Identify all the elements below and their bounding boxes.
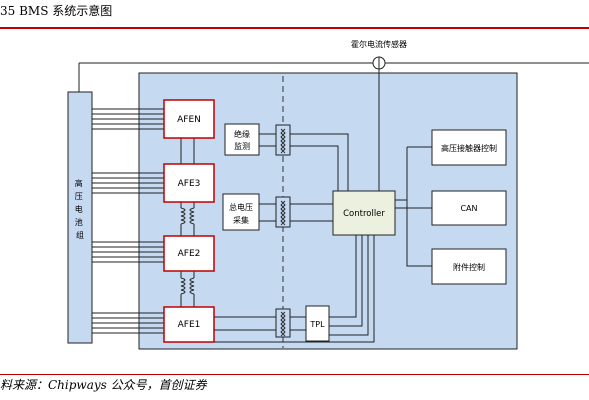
afe-2-box — [163, 235, 215, 272]
top-divider — [0, 27, 589, 29]
bottom-divider — [0, 374, 589, 375]
afe-3-box — [163, 163, 215, 203]
tpl-label: TPL — [309, 320, 325, 329]
afe-n-box — [163, 99, 215, 139]
isolator-afe — [275, 308, 291, 338]
afe-3-label: AFE3 — [178, 179, 201, 189]
can-label: CAN — [460, 204, 477, 213]
voltage-sampling-label-2: 采集 — [233, 215, 249, 225]
afe-1-box — [163, 306, 215, 343]
voltage-sampling-box — [222, 193, 260, 231]
isolator-voltage — [275, 196, 291, 228]
accessory-label: 附件控制 — [453, 262, 485, 272]
insulation-monitor-box — [224, 123, 260, 156]
controller-label: Controller — [343, 209, 385, 219]
isolator-insulation — [275, 124, 291, 156]
hv-contactor-box — [431, 129, 507, 166]
controller-box — [332, 190, 396, 236]
voltage-sampling-label-1: 总电压 — [229, 202, 253, 212]
afe-n-label: AFEN — [177, 115, 201, 125]
source-note: 料来源：Chipways 公众号，首创证券 — [0, 378, 207, 392]
battery-pack — [67, 91, 93, 344]
afe-2-label: AFE2 — [178, 249, 201, 259]
battery-pack-char-2: 压 — [75, 192, 83, 201]
battery-pack-label: 高 压 电 池 组 — [75, 178, 86, 240]
battery-pack-char-1: 高 — [75, 178, 83, 188]
insulation-monitor-label-2: 监测 — [234, 141, 250, 151]
hv-contactor-label: 高压接触器控制 — [441, 143, 497, 153]
battery-pack-char-4: 池 — [75, 217, 83, 227]
figure-title: 35 BMS 系统示意图 — [0, 4, 113, 18]
battery-pack-char-3: 电 — [75, 204, 83, 214]
accessory-box — [431, 248, 507, 285]
battery-pack-char-5: 组 — [76, 230, 84, 240]
afe-1-label: AFE1 — [178, 320, 201, 330]
can-box — [431, 190, 507, 226]
tpl-box — [305, 305, 330, 342]
hall-sensor-label: 霍尔电流传感器 — [351, 39, 407, 49]
insulation-monitor-label-1: 绝缘 — [234, 129, 250, 139]
